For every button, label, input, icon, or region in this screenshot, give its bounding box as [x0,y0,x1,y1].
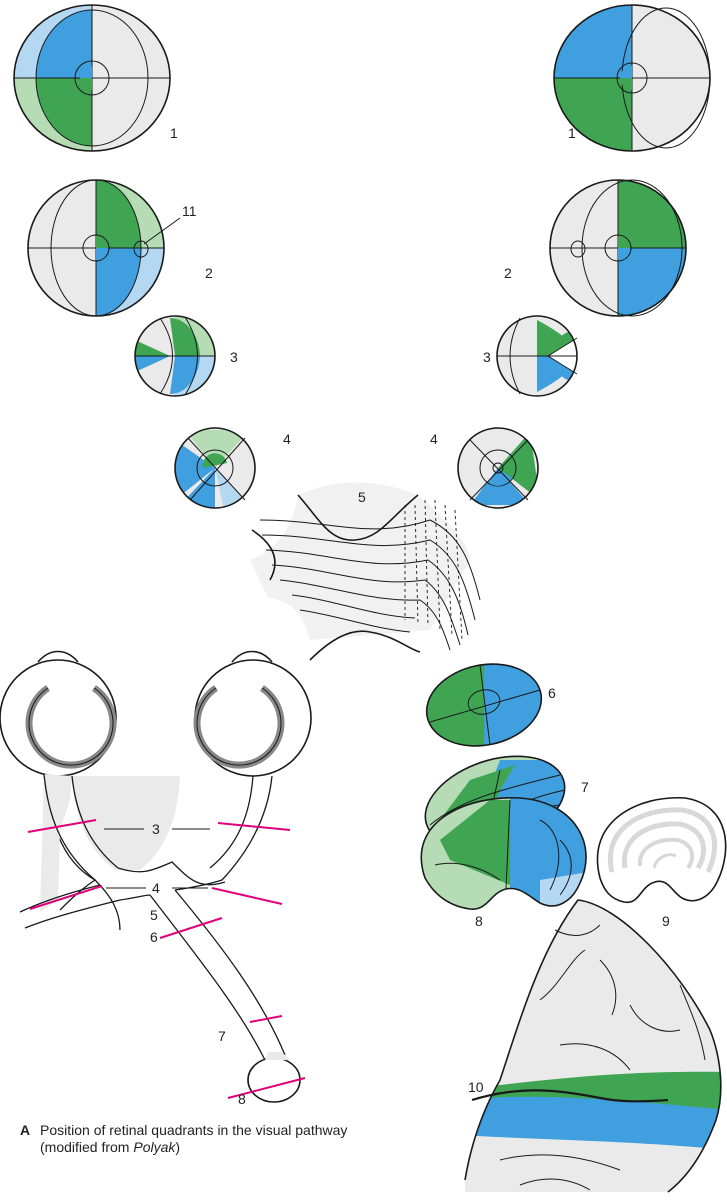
lateral-geniculate-layers: 9 [597,798,725,929]
visual-cortex: 10 [460,890,727,1200]
label-field-left: 1 [170,125,178,141]
label-schema-3: 3 [152,821,160,837]
label-tract6: 6 [548,685,556,701]
visual-field-left: 1 [0,0,200,200]
label-retina-left: 2 [205,265,213,281]
label-papilla: 11 [182,203,197,219]
optic-tract-section-6: 6 [419,650,560,760]
label-nerve3-left: 3 [230,349,238,365]
pathway-schema: 3 4 5 6 7 8 [0,652,311,1108]
label-schema-8: 8 [238,1091,246,1107]
label-field-right: 1 [568,125,576,141]
visual-field-right: 1 [540,0,727,200]
label-nerve3-right: 3 [483,349,491,365]
label-nerve4-left: 4 [283,431,291,447]
optic-nerve-section-3-right: 3 [483,310,585,410]
retina-left: 11 2 [20,170,213,330]
label-visual-cortex: 10 [468,1079,484,1095]
retina-right: 2 [504,170,700,330]
label-chiasm: 5 [358,489,366,505]
optic-nerve-section-3-left: 3 [130,310,238,410]
label-schema-7: 7 [218,1028,226,1044]
caption-close: ) [175,1139,180,1155]
label-retina-right: 2 [504,265,512,281]
caption-author: Polyak [133,1139,175,1155]
caption-text: Position of retinal quadrants in the vis… [40,1122,347,1155]
caption-letter: A [20,1122,40,1139]
label-lgb: 8 [475,913,483,929]
label-lgb-layers: 9 [662,913,670,929]
optic-nerve-section-4-right: 4 [430,425,545,515]
label-tract7: 7 [581,779,589,795]
chiasm-fibers: 5 [250,483,480,661]
label-schema-4: 4 [152,880,160,896]
label-nerve4-right: 4 [430,431,438,447]
label-schema-6: 6 [150,929,158,945]
optic-nerve-section-4-left: 4 [170,425,291,515]
label-schema-5: 5 [150,907,158,923]
